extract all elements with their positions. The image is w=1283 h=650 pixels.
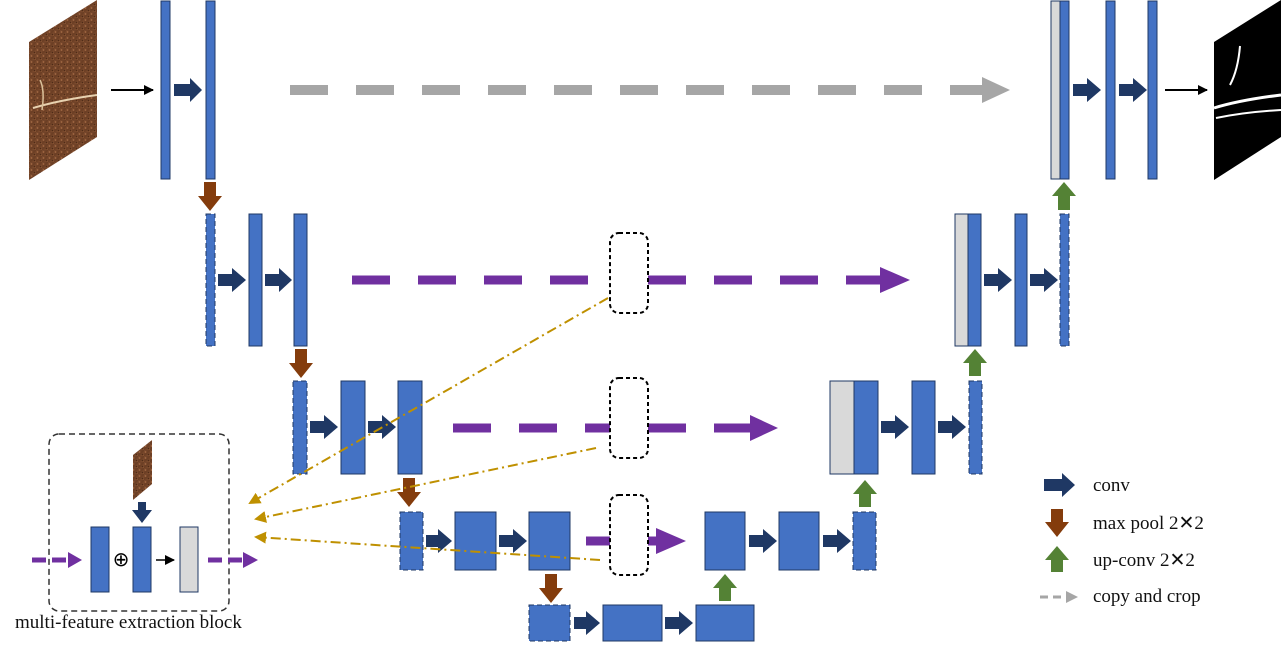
conv-arrow bbox=[1030, 268, 1058, 292]
input-image bbox=[29, 0, 98, 180]
feature-map-d4-b bbox=[778, 511, 820, 571]
concat-map-d3 bbox=[829, 380, 855, 475]
block-concat-map bbox=[179, 526, 199, 593]
feature-map-l1-a bbox=[160, 0, 171, 180]
legend-maxpool-icon bbox=[1045, 509, 1069, 537]
upconv-arrow-2 bbox=[1052, 182, 1076, 210]
feature-map-d4-c bbox=[852, 511, 877, 571]
block-caption: multi-feature extraction block bbox=[15, 612, 242, 633]
maxpool-arrow-l4 bbox=[539, 574, 563, 603]
block-output-arrow bbox=[243, 552, 258, 568]
conv-arrow bbox=[174, 78, 202, 102]
feature-map-d1-c bbox=[1147, 0, 1158, 180]
legend-upconv-icon bbox=[1045, 546, 1069, 572]
conv-arrow bbox=[881, 415, 909, 439]
conv-arrow bbox=[310, 415, 338, 439]
feature-map-l4-a bbox=[454, 511, 497, 571]
upconv-arrow-b bbox=[713, 574, 737, 601]
feature-map-l4-pooled bbox=[399, 511, 424, 571]
conv-arrow bbox=[218, 268, 246, 292]
attention-skip-l2 bbox=[352, 267, 910, 293]
conv-arrow bbox=[499, 529, 527, 553]
feature-map-l4-b bbox=[528, 511, 571, 571]
concat-map-d2 bbox=[954, 213, 969, 347]
conv-arrow bbox=[574, 611, 600, 635]
block-feature-b bbox=[132, 526, 152, 593]
feature-map-l1-b bbox=[205, 0, 216, 180]
block-outline bbox=[48, 433, 230, 612]
feature-map-d1-b bbox=[1105, 0, 1116, 180]
legend-upconv-label: up-conv 2✕2 bbox=[1093, 550, 1195, 571]
conv-arrow bbox=[938, 415, 966, 439]
upconv-arrow-4 bbox=[853, 480, 877, 507]
legend-copy-crop-label: copy and crop bbox=[1093, 586, 1201, 607]
feature-map-bottleneck-pooled bbox=[528, 604, 571, 642]
legend-copy-crop-icon bbox=[1066, 591, 1078, 603]
feature-map-l3-a bbox=[340, 380, 366, 475]
feature-map-d4-a bbox=[704, 511, 746, 571]
conv-arrow bbox=[823, 529, 851, 553]
conv-arrow bbox=[1073, 78, 1101, 102]
feature-map-d2-c bbox=[1059, 213, 1070, 347]
feature-map-l2-pooled bbox=[205, 213, 216, 347]
legend-conv-label: conv bbox=[1093, 475, 1130, 496]
feature-map-l2-a bbox=[248, 213, 263, 347]
conv-arrow-down bbox=[132, 502, 152, 523]
feature-map-d3-b bbox=[911, 380, 936, 475]
legend-conv-icon bbox=[1044, 473, 1075, 497]
conv-arrow bbox=[665, 611, 693, 635]
conv-arrow bbox=[265, 268, 292, 292]
block-input-arrow bbox=[68, 552, 82, 568]
feature-map-d2-a bbox=[967, 213, 982, 347]
legend-maxpool-label: max pool 2✕2 bbox=[1093, 513, 1204, 534]
feature-map-d1-a bbox=[1059, 0, 1070, 180]
maxpool-arrow-l2 bbox=[289, 349, 313, 378]
feature-map-l3-b bbox=[397, 380, 423, 475]
attention-skip-l3 bbox=[453, 415, 778, 441]
maxpool-arrow-l3 bbox=[397, 478, 421, 507]
conv-arrow bbox=[426, 529, 452, 553]
multi-feature-extraction-block bbox=[32, 433, 258, 612]
concat-operator: ⊕ bbox=[113, 547, 130, 571]
multi-feature-block-l3 bbox=[609, 377, 649, 459]
copy-crop-skip-l1 bbox=[290, 77, 1010, 103]
feature-map-l3-pooled bbox=[292, 380, 308, 475]
concat-map-d1 bbox=[1050, 0, 1061, 180]
feature-map-bottleneck-b bbox=[695, 604, 755, 642]
multi-feature-block-l4 bbox=[609, 494, 649, 576]
block-input-image bbox=[133, 440, 152, 500]
conv-arrow bbox=[984, 268, 1012, 292]
block-feature-a bbox=[90, 526, 110, 593]
feature-map-d3-a bbox=[853, 380, 879, 475]
feature-map-bottleneck-a bbox=[602, 604, 663, 642]
multi-feature-block-l2 bbox=[609, 232, 649, 314]
feature-map-l2-b bbox=[293, 213, 308, 347]
feature-map-d2-b bbox=[1014, 213, 1028, 347]
attention-feedback-lines bbox=[248, 297, 609, 561]
output-mask-image bbox=[1213, 0, 1282, 180]
maxpool-arrow-l1 bbox=[198, 182, 222, 211]
attention-skip-l4 bbox=[586, 528, 686, 554]
legend bbox=[1040, 473, 1078, 603]
feature-map-d3-c bbox=[968, 380, 983, 475]
conv-arrow bbox=[749, 529, 777, 553]
upconv-arrow-3 bbox=[963, 349, 987, 376]
conv-arrow bbox=[1119, 78, 1147, 102]
